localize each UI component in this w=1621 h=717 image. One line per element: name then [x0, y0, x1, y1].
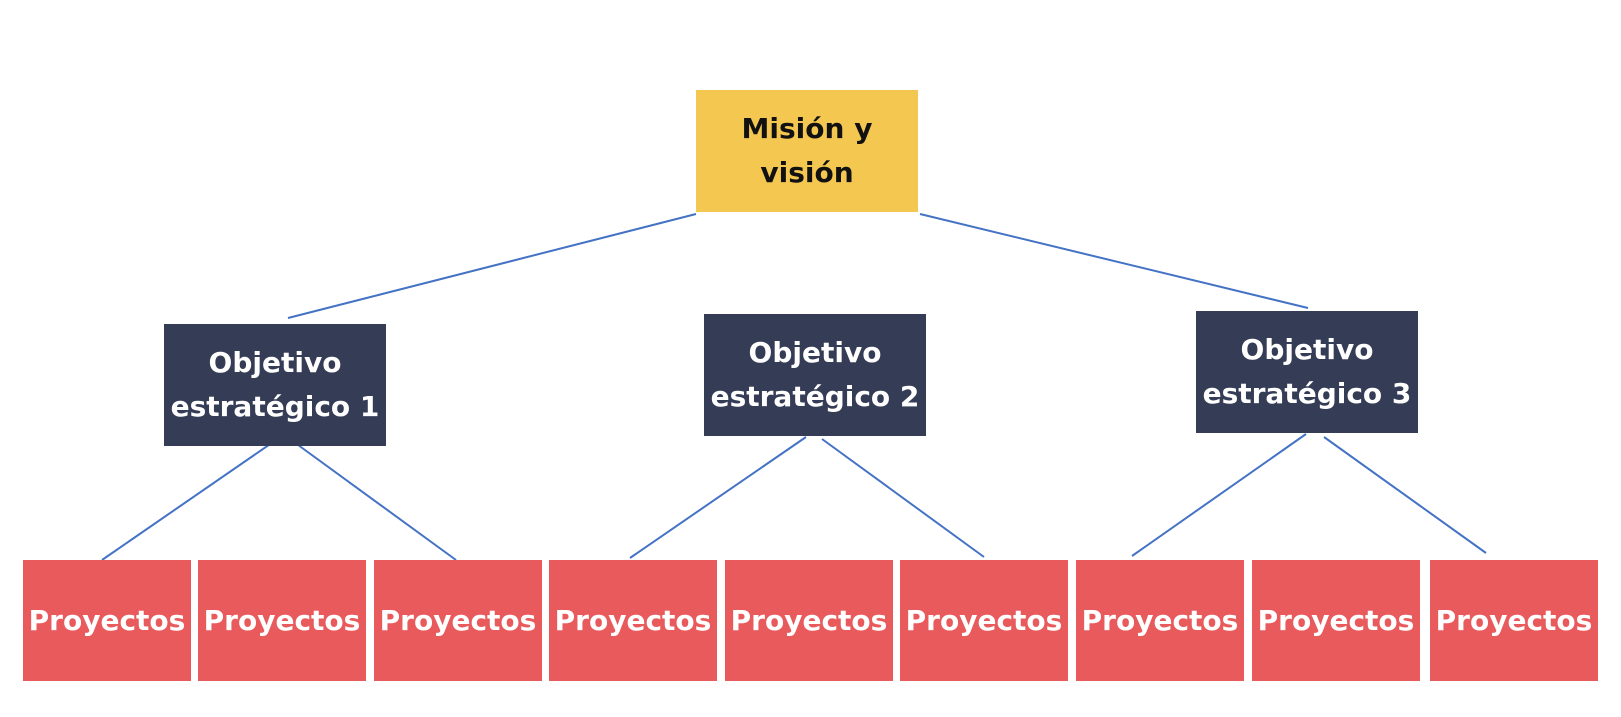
project-label-2: Proyectos	[203, 604, 361, 637]
project-box-4: Proyectos	[549, 560, 717, 681]
project-box-1: Proyectos	[23, 560, 191, 681]
mission-vision-label: Misión y visión	[741, 112, 873, 189]
objective-box-2: Objetivo estratégico 2	[704, 314, 926, 436]
connector-objective-1-project-1	[101, 439, 277, 561]
project-box-2: Proyectos	[198, 560, 366, 681]
objective-label-2: Objetivo estratégico 2	[710, 336, 920, 413]
project-box-9: Proyectos	[1430, 560, 1598, 681]
project-label-5: Proyectos	[730, 604, 888, 637]
project-label-1: Proyectos	[28, 604, 186, 637]
project-label-7: Proyectos	[1081, 604, 1239, 637]
project-box-7: Proyectos	[1076, 560, 1244, 681]
connector-objective-2-project-6	[821, 438, 985, 558]
project-label-8: Proyectos	[1257, 604, 1415, 637]
objective-label-1: Objetivo estratégico 1	[170, 346, 380, 423]
objective-box-1: Objetivo estratégico 1	[164, 324, 386, 446]
project-label-9: Proyectos	[1435, 604, 1593, 637]
objective-box-3: Objetivo estratégico 3	[1196, 311, 1418, 433]
connector-objective-3-project-7	[1131, 433, 1307, 557]
project-box-8: Proyectos	[1252, 560, 1420, 681]
project-label-4: Proyectos	[554, 604, 712, 637]
connector-objective-3-project-9	[1323, 436, 1487, 554]
connector-mission-objective-1	[287, 213, 697, 319]
connector-objective-1-project-3	[293, 441, 457, 561]
project-box-5: Proyectos	[725, 560, 893, 681]
project-box-6: Proyectos	[900, 560, 1068, 681]
project-box-3: Proyectos	[374, 560, 542, 681]
connector-objective-2-project-4	[629, 436, 807, 559]
connector-mission-objective-3	[919, 213, 1309, 309]
project-label-6: Proyectos	[905, 604, 1063, 637]
mission-vision-box: Misión y visión	[696, 90, 918, 212]
project-label-3: Proyectos	[379, 604, 537, 637]
objective-label-3: Objetivo estratégico 3	[1202, 333, 1412, 410]
